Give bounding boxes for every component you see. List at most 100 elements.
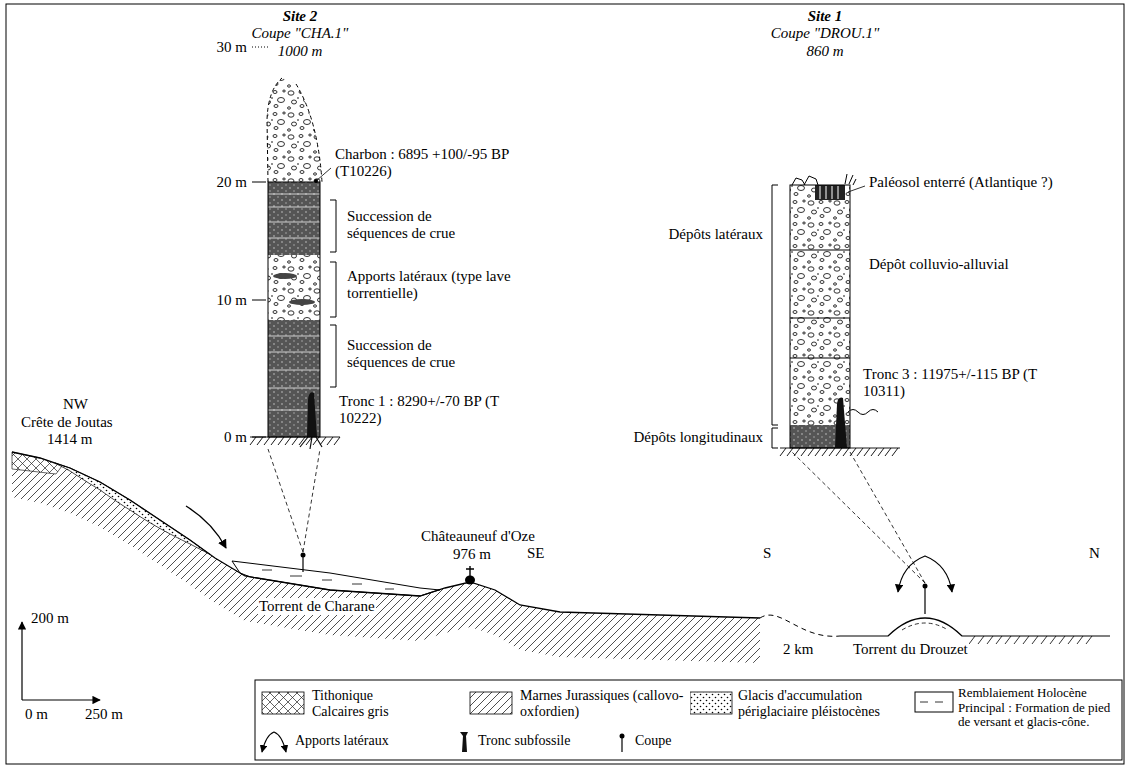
debris-flow-layer bbox=[268, 255, 320, 320]
section-marker bbox=[301, 553, 306, 558]
scale-tick bbox=[252, 182, 266, 437]
legend-sample bbox=[262, 732, 286, 752]
silt-lens bbox=[273, 273, 297, 279]
legend-text: Remblaiement Holocène Principal : Format… bbox=[958, 686, 1118, 730]
silt-lens bbox=[289, 299, 315, 305]
fill-dashes bbox=[262, 570, 394, 589]
surface-rubble bbox=[792, 174, 856, 185]
heading-text: 860 m bbox=[771, 43, 879, 60]
legend-sample bbox=[460, 732, 468, 752]
projection-line bbox=[268, 449, 320, 552]
glacis-layer bbox=[55, 463, 210, 554]
legend-coupe-symbol bbox=[620, 734, 625, 739]
section-heading: Site 2Coupe "CHA.1"1000 m bbox=[252, 8, 349, 60]
church-cross bbox=[466, 566, 474, 576]
fan-deposit bbox=[902, 623, 948, 630]
annotation-label: Tronc 3 : 11975+/-115 BP (T 10311) bbox=[862, 366, 1054, 401]
distance-break bbox=[760, 615, 840, 636]
section-marker bbox=[923, 584, 928, 589]
projection-line bbox=[792, 452, 925, 583]
bracket bbox=[330, 200, 336, 387]
annotation-label: Dépôts latéraux bbox=[667, 226, 764, 243]
legend-text: Tronc subfossile bbox=[478, 733, 570, 749]
legend-swatch bbox=[915, 692, 953, 712]
heading-text: Site 2 bbox=[252, 8, 349, 25]
buried-paleosol bbox=[815, 185, 845, 200]
annotation-label: 30 m bbox=[216, 39, 248, 56]
annotation-label: Torrent de Charane bbox=[258, 598, 376, 615]
annotation-label: 200 m bbox=[30, 610, 70, 627]
leader-line bbox=[316, 168, 331, 181]
legend-text: Marnes Jurassiques (callovo-oxfordien) bbox=[520, 688, 690, 719]
annotation-label: 2 km bbox=[782, 641, 814, 658]
bracket bbox=[772, 185, 778, 448]
annotation-label: N bbox=[1088, 545, 1101, 562]
charcoal-sample bbox=[314, 179, 318, 183]
annotation-label: 0 m bbox=[223, 429, 248, 446]
flood-sequence bbox=[268, 182, 320, 255]
section-marker bbox=[302, 555, 303, 572]
marl-layer bbox=[12, 452, 760, 663]
legend-swatch bbox=[470, 692, 512, 714]
annotation-label: Châteauneuf d'Oze bbox=[420, 528, 536, 545]
gravel-outline bbox=[267, 78, 322, 182]
annotation-label: Charbon : 6895 +100/-95 BP (T10226) bbox=[334, 146, 541, 181]
annotation-label: 0 m bbox=[24, 706, 49, 723]
heading-text: 1000 m bbox=[252, 43, 349, 60]
colluvial-deposit bbox=[790, 185, 850, 425]
annotation-label: 20 m bbox=[216, 174, 248, 191]
annotation-label: Crête de Joutas bbox=[20, 414, 114, 431]
annotation-label: Paléosol enterré (Atlantique ?) bbox=[868, 174, 1054, 191]
marl-hatching bbox=[969, 636, 1092, 644]
heading-text: Coupe "DROU.1" bbox=[771, 25, 879, 42]
annotation-label: Apports latéraux (type lave torrentielle… bbox=[346, 268, 518, 303]
legend-sample bbox=[470, 692, 512, 714]
church-symbol bbox=[465, 576, 475, 585]
lateral-input-arrow bbox=[186, 506, 226, 548]
heading-text: Site 1 bbox=[771, 8, 879, 25]
annotation-label: 1414 m bbox=[46, 431, 93, 448]
ground-surface bbox=[840, 618, 1110, 636]
legend-arrow-symbol bbox=[262, 732, 286, 752]
annotation-label: SE bbox=[526, 545, 546, 562]
annotation-label: Succession de séquences de crue bbox=[346, 337, 478, 372]
section-outline bbox=[790, 185, 850, 448]
legend-swatch bbox=[262, 692, 304, 714]
legend-swatch-dash bbox=[920, 702, 943, 703]
lateral-input-arrow bbox=[898, 556, 952, 592]
annotation-label: 250 m bbox=[84, 706, 124, 723]
subfossil-trunk bbox=[307, 392, 317, 437]
legend-text: Coupe bbox=[635, 733, 672, 749]
ground-surface bbox=[12, 452, 760, 618]
legend-trunk-symbol bbox=[460, 732, 468, 752]
annotation-label: Succession de séquences de crue bbox=[346, 208, 478, 243]
section-marker bbox=[924, 586, 925, 614]
annotation-label: S bbox=[762, 545, 772, 562]
section-heading: Site 1Coupe "DROU.1"860 m bbox=[771, 8, 879, 60]
trunk-pointer bbox=[848, 410, 878, 415]
section-outline bbox=[268, 182, 320, 437]
leader-line bbox=[848, 186, 865, 192]
annotation-label: Dépôts longitudinaux bbox=[632, 429, 764, 446]
scale-arrow bbox=[21, 622, 22, 700]
annotation-label: Torrent du Drouzet bbox=[852, 641, 969, 658]
bedding-line bbox=[268, 194, 320, 410]
annotation-label: NW bbox=[62, 396, 89, 413]
flood-sequence bbox=[268, 320, 320, 437]
scale-tick bbox=[252, 47, 268, 48]
annotation-label: 10 m bbox=[216, 292, 248, 309]
scale-arrow bbox=[22, 699, 100, 700]
legend-text: Tithonique Calcaires gris bbox=[312, 688, 407, 719]
annotation-label: Dépôt colluvio-alluvial bbox=[868, 256, 1010, 273]
ground-hatch bbox=[250, 437, 340, 445]
legend-text: Glacis d'accumulation périglaciaire pléi… bbox=[738, 688, 910, 719]
annotation-label: 976 m bbox=[452, 546, 492, 563]
subfossil-trunk bbox=[835, 398, 847, 448]
legend-sample bbox=[915, 692, 953, 712]
gravel-cap bbox=[267, 78, 322, 182]
legend-text: Apports latéraux bbox=[295, 733, 389, 749]
legend-swatch bbox=[690, 692, 732, 714]
heading-text: Coupe "CHA.1" bbox=[252, 25, 349, 42]
annotation-label: Tronc 1 : 8290+/-70 BP (T 10222) bbox=[338, 393, 510, 428]
